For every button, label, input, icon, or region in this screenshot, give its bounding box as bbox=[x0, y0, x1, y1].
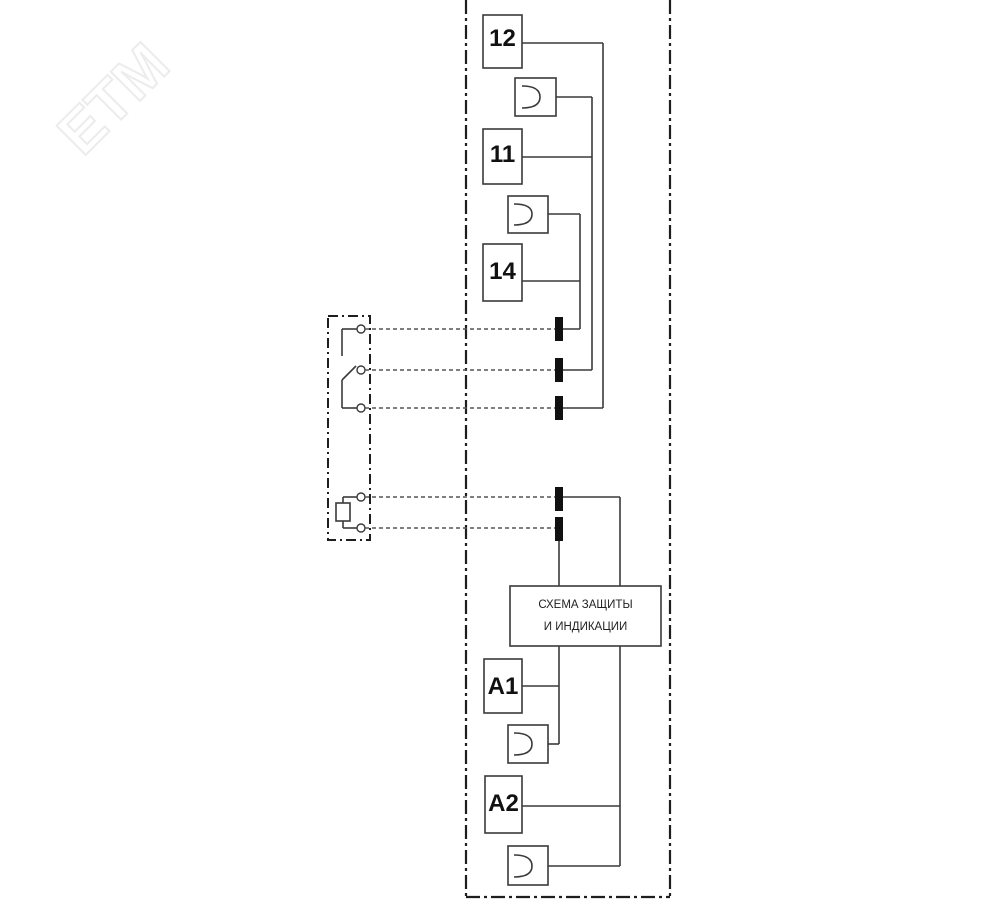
terminal-14: 14 bbox=[482, 243, 523, 302]
protection-block-line2: И ИНДИКАЦИИ bbox=[544, 621, 628, 633]
protection-indication-block: СХЕМА ЗАЩИТЫ И ИНДИКАЦИИ bbox=[509, 585, 662, 647]
contact-wiring bbox=[522, 42, 604, 409]
socket-icon bbox=[507, 724, 549, 764]
dashed-connections bbox=[365, 328, 556, 529]
terminal-a1-label: A1 bbox=[488, 673, 519, 700]
terminal-11-label: 11 bbox=[490, 141, 515, 168]
relay-contacts bbox=[341, 324, 366, 413]
relay-coil bbox=[335, 492, 366, 533]
terminal-a2-label: A2 bbox=[488, 790, 519, 817]
terminal-12: 12 bbox=[482, 14, 523, 69]
coil-wiring bbox=[522, 496, 621, 867]
socket-icon bbox=[507, 195, 549, 234]
terminal-11: 11 bbox=[482, 128, 523, 185]
terminal-a1: A1 bbox=[483, 658, 523, 714]
module-housing bbox=[464, 0, 672, 900]
plug-connectors bbox=[555, 317, 563, 541]
terminal-12-label: 12 bbox=[489, 25, 516, 52]
socket-icon bbox=[507, 845, 549, 886]
terminal-14-label: 14 bbox=[489, 258, 516, 285]
protection-block-line1: СХЕМА ЗАЩИТЫ bbox=[538, 599, 632, 611]
socket-icon bbox=[514, 77, 557, 117]
terminal-a2: A2 bbox=[484, 775, 523, 834]
relay-outline bbox=[327, 315, 371, 541]
watermark-logo: ETM bbox=[45, 30, 182, 167]
